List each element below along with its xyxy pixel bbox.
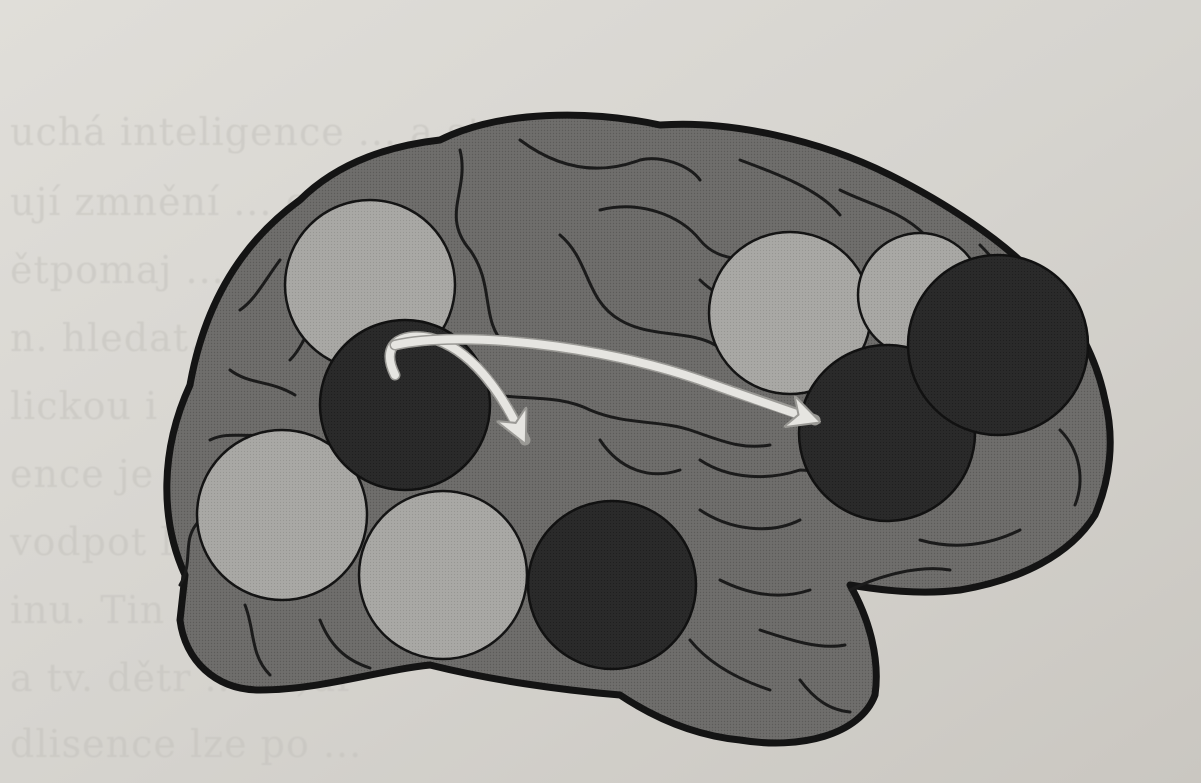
- region-prefrontal-upper: [908, 255, 1088, 435]
- region-temporal-posterior: [359, 491, 527, 659]
- region-temporal-anterior: [528, 501, 696, 669]
